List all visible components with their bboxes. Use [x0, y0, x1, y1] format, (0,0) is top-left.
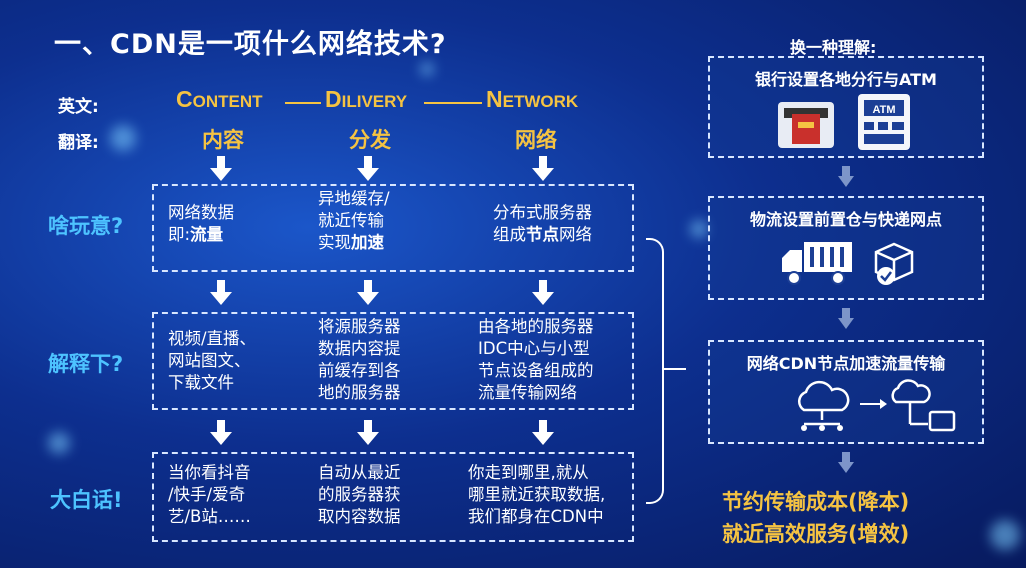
chinese-word-network: 网络 — [515, 128, 557, 152]
cloud-network-icon — [797, 380, 850, 431]
background-glow — [110, 125, 136, 151]
section-box-plain — [152, 452, 634, 542]
down-arrow-icon — [210, 280, 232, 306]
background-glow — [690, 220, 708, 238]
cell-what-delivery: 异地缓存/ 就近传输 实现加速 — [318, 189, 390, 252]
down-arrow-icon — [532, 280, 554, 306]
analogy-box-logistics: 物流设置前置仓与快递网点 — [708, 196, 984, 300]
cell-explain-network: 由各地的服务器 IDC中心与小型 节点设备组成的 流量传输网络 — [478, 317, 594, 402]
cell-explain-delivery: 将源服务器 数据内容提 前缓存到各 地的服务器 — [318, 317, 401, 402]
down-arrow-icon — [210, 156, 232, 182]
section-label-what: 啥玩意? — [48, 214, 124, 238]
cell-explain-content: 视频/直播、 网站图文、 下载文件 — [168, 329, 257, 392]
analogy-title: 换一种理解: — [790, 38, 877, 57]
down-arrow-icon — [532, 420, 554, 446]
cell-plain-delivery: 自动从最近 的服务器获 取内容数据 — [318, 463, 401, 526]
down-arrow-icon — [357, 156, 379, 182]
section-box-explain — [152, 312, 634, 410]
translation-label: 翻译: — [58, 133, 99, 153]
delivery-truck-icon — [782, 242, 852, 285]
background-glow — [420, 62, 434, 76]
background-glow — [990, 520, 1020, 550]
english-word-content: CONTENT — [176, 86, 263, 112]
down-arrow-icon — [357, 280, 379, 306]
cell-plain-content: 当你看抖音 /快手/爱奇 艺/B站…… — [168, 463, 251, 526]
analogy-bank-title: 银行设置各地分行与ATM — [755, 70, 937, 89]
cell-plain-network: 你走到哪里,就从 哪里就近获取数据, 我们都身在CDN中 — [468, 463, 606, 526]
section-label-explain: 解释下? — [48, 352, 124, 376]
section-box-what — [152, 184, 634, 272]
package-check-icon — [874, 242, 914, 285]
atm-label: ATM — [872, 104, 895, 116]
arrow-right-icon — [860, 399, 887, 409]
cloud-device-icon — [891, 379, 956, 432]
section-label-plain: 大白话! — [50, 488, 123, 512]
analogy-box-cdn: 网络CDN节点加速流量传输 — [708, 340, 984, 444]
page-title: 一、CDN是一项什么网络技术? — [54, 29, 447, 60]
conclusion-efficiency: 就近高效服务(增效) — [722, 522, 910, 546]
chinese-word-delivery: 分发 — [349, 128, 391, 152]
english-word-delivery: DILIVERY — [325, 86, 408, 112]
down-arrow-icon — [838, 452, 854, 474]
group-bracket — [646, 238, 664, 504]
card-slot-icon — [778, 102, 834, 148]
analogy-cdn-title: 网络CDN节点加速流量传输 — [746, 354, 946, 373]
bracket-pointer — [664, 368, 686, 370]
down-arrow-icon — [357, 420, 379, 446]
english-label: 英文: — [58, 97, 99, 117]
down-arrow-icon — [210, 420, 232, 446]
cell-what-network: 分布式服务器 组成节点网络 — [493, 203, 592, 244]
down-arrow-icon — [532, 156, 554, 182]
english-word-network: NETWORK — [486, 86, 579, 112]
atm-machine-icon: ATM — [858, 94, 910, 150]
analogy-box-bank: 银行设置各地分行与ATM ATM — [708, 56, 984, 158]
chinese-word-content: 内容 — [202, 128, 244, 152]
cell-what-content: 网络数据 即:流量 — [168, 203, 234, 244]
down-arrow-icon — [838, 308, 854, 330]
connector-line — [285, 102, 321, 104]
background-glow — [48, 432, 70, 454]
analogy-logistics-title: 物流设置前置仓与快递网点 — [749, 210, 942, 229]
down-arrow-icon — [838, 166, 854, 188]
conclusion-cost: 节约传输成本(降本) — [722, 490, 910, 514]
connector-line — [424, 102, 482, 104]
